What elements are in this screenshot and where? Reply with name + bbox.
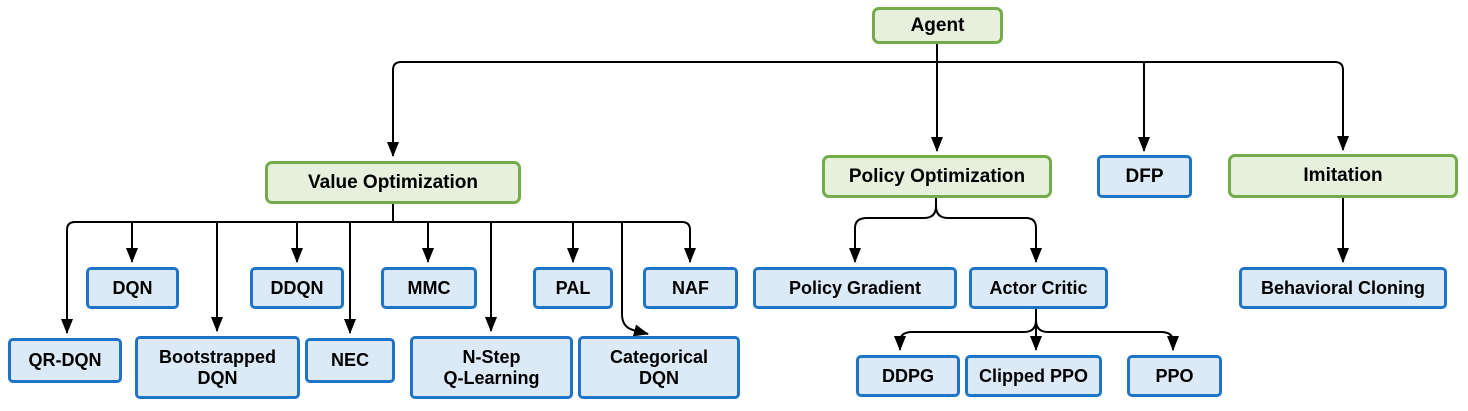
edge-po-actor-critic	[935, 197, 1042, 263]
node-ddqn: DDQN	[250, 267, 344, 309]
node-bootstrapped-dqn: Bootstrapped DQN	[135, 336, 300, 399]
edge-agent-dfp	[937, 61, 1150, 152]
node-naf: NAF	[643, 267, 738, 309]
node-dfp: DFP	[1097, 155, 1192, 198]
edge-vo-categorical-dqn	[621, 222, 649, 337]
node-n-step-q-learning: N-Step Q-Learning	[410, 336, 573, 399]
node-imitation: Imitation	[1228, 154, 1458, 198]
node-value-optimization: Value Optimization	[265, 161, 521, 204]
edge-po-policy-gradient	[849, 197, 937, 263]
node-dqn: DQN	[86, 267, 179, 309]
node-qr-dqn: QR-DQN	[8, 338, 122, 383]
edge-ac-ddpg	[894, 309, 1037, 351]
edge-agent-value-optimization	[387, 44, 938, 157]
node-behavioral-cloning: Behavioral Cloning	[1239, 267, 1447, 309]
node-ppo: PPO	[1127, 355, 1222, 397]
node-policy-gradient: Policy Gradient	[753, 267, 957, 309]
node-nec: NEC	[305, 338, 395, 383]
edge-vo-naf	[393, 221, 696, 263]
node-pal: PAL	[533, 267, 613, 309]
node-agent: Agent	[872, 7, 1003, 44]
node-mmc: MMC	[381, 267, 477, 309]
edge-vo-qr-dqn	[61, 204, 394, 334]
node-categorical-dqn: Categorical DQN	[578, 336, 740, 399]
edge-agent-imitation	[937, 61, 1349, 151]
node-actor-critic: Actor Critic	[969, 267, 1108, 309]
node-clipped-ppo: Clipped PPO	[965, 355, 1102, 397]
edge-ac-ppo	[1035, 309, 1179, 351]
node-ddpg: DDPG	[856, 355, 960, 397]
node-policy-optimization: Policy Optimization	[822, 155, 1052, 198]
